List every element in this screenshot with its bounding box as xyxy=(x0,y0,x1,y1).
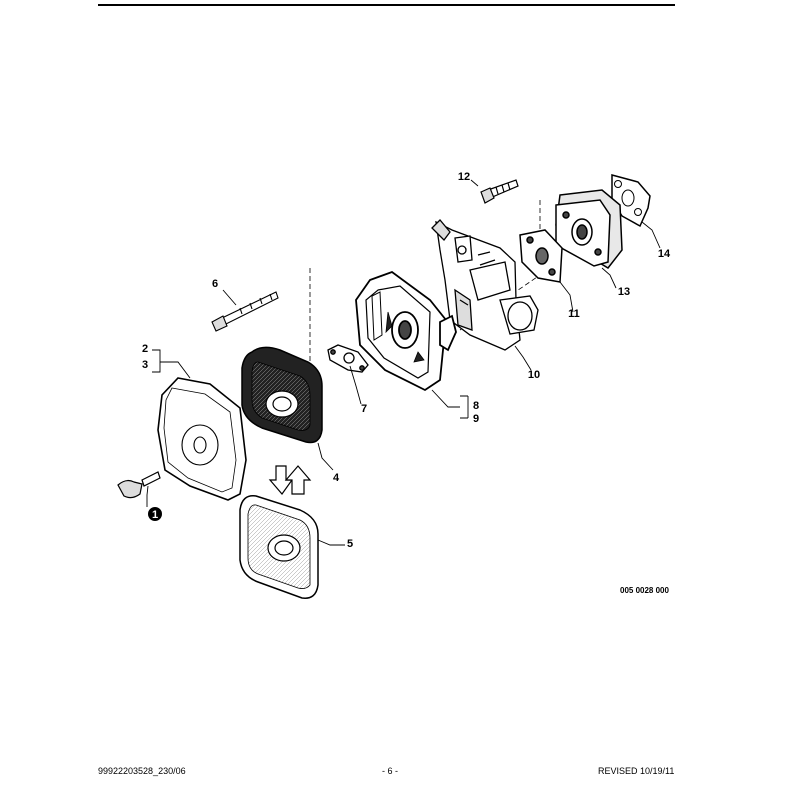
part-air-filter-4 xyxy=(241,346,323,444)
callout-leaders xyxy=(146,179,661,546)
part-carburetor-10 xyxy=(431,219,539,351)
part-housing-base-8-9 xyxy=(355,270,457,392)
footer-revised: REVISED 10/19/11 xyxy=(598,766,675,776)
callout-1-marker xyxy=(148,507,162,521)
footer-doc-id: 99922203528_230/06 xyxy=(98,766,186,776)
callout-3: 3 xyxy=(142,359,148,371)
callout-9: 9 xyxy=(473,413,479,425)
swap-arrows-icon xyxy=(268,465,312,495)
drawing-number: 005 0028 000 xyxy=(620,586,669,595)
callout-6: 6 xyxy=(212,278,218,290)
callout-4: 4 xyxy=(333,472,340,484)
callout-5: 5 xyxy=(347,538,353,550)
callout-1: 1 xyxy=(152,509,158,521)
callout-8: 8 xyxy=(473,400,479,412)
callout-2: 2 xyxy=(142,343,148,355)
part-filter-cover-2-3 xyxy=(157,377,247,501)
callout-10: 10 xyxy=(528,369,540,381)
part-bolt-12 xyxy=(480,179,519,204)
part-gasket-11 xyxy=(519,229,563,283)
callout-7: 7 xyxy=(361,403,367,415)
callout-12: 12 xyxy=(458,171,470,183)
top-rule xyxy=(98,4,675,6)
callout-13: 13 xyxy=(618,286,630,298)
part-bracket-7 xyxy=(327,344,369,373)
callout-11: 11 xyxy=(568,308,580,320)
part-prefilter-5 xyxy=(239,495,319,599)
part-spacer-block-13 xyxy=(555,189,623,269)
callout-14: 14 xyxy=(658,248,671,260)
part-wing-bolt-1 xyxy=(117,471,161,499)
footer-page-number: - 6 - xyxy=(382,766,399,776)
part-long-screw-6 xyxy=(211,291,279,332)
